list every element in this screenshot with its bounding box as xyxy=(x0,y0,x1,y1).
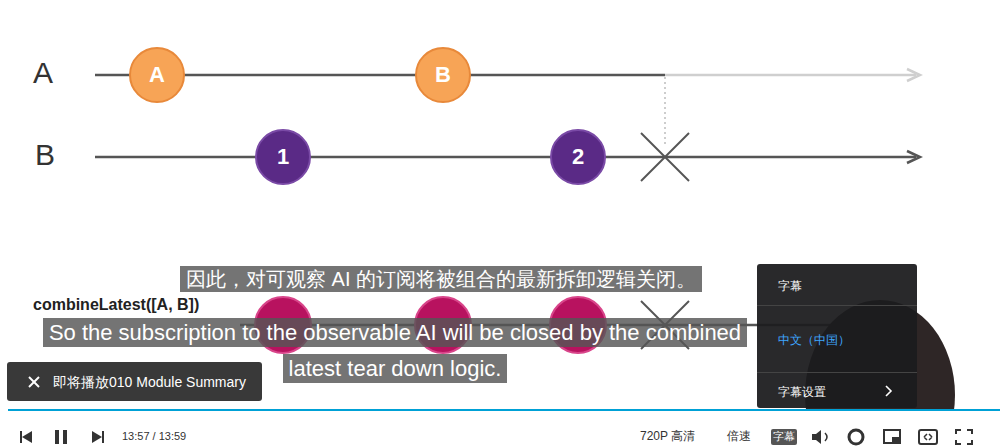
chevron-icon xyxy=(883,384,895,398)
marble-orange: A xyxy=(129,47,185,103)
timeline-after-complete xyxy=(665,74,916,77)
player-icons xyxy=(20,429,972,445)
marble-value: 2 xyxy=(572,144,584,170)
menu-item: 中文（中国） xyxy=(778,332,850,349)
stream-name: B xyxy=(35,138,55,173)
next-up-toast: 即将播放010 Module Summary xyxy=(7,362,262,401)
menu-item: 字幕 xyxy=(778,278,802,295)
subtitle-button: 字幕 xyxy=(773,430,795,443)
arrow-head xyxy=(907,151,920,163)
marble-orange: B xyxy=(415,47,471,103)
marble-value: A xyxy=(149,62,165,88)
completion-guide xyxy=(664,77,666,146)
menu-divider xyxy=(757,372,917,373)
progress-bar xyxy=(8,409,1000,411)
time-display: 13:57 / 13:59 xyxy=(122,430,186,443)
error-cross xyxy=(641,133,689,181)
marble-purple: 2 xyxy=(550,129,606,185)
subtitle-english: So the subscription to the observable AI… xyxy=(43,318,747,383)
toast-text: 即将播放010 Module Summary xyxy=(53,374,246,390)
operator-name: combineLatest([A, B]) xyxy=(33,296,199,314)
stream-name: A xyxy=(33,56,53,91)
subtitle-chinese: 因此，对可观察 AI 的订阅将被组合的最新拆卸逻辑关闭。 xyxy=(180,266,702,292)
speed-button: 倍速 xyxy=(727,430,751,444)
subtitle-line: 因此，对可观察 AI 的订阅将被组合的最新拆卸逻辑关闭。 xyxy=(180,264,740,296)
subtitle-line: So the subscription to the observable AI… xyxy=(40,316,750,388)
subtitle-menu: 字幕中文（中国） 字幕设置 xyxy=(757,264,917,408)
quality-button: 720P 高清 xyxy=(640,430,695,444)
close-icon xyxy=(27,375,41,389)
control-bar xyxy=(0,411,1000,446)
marble-value: B xyxy=(435,62,451,88)
menu-divider xyxy=(757,305,917,306)
arrow-head xyxy=(907,69,920,81)
timeline xyxy=(95,156,916,159)
menu-item: 字幕设置 xyxy=(778,384,826,401)
marble-purple: 1 xyxy=(255,129,311,185)
marble-value: 1 xyxy=(277,144,289,170)
